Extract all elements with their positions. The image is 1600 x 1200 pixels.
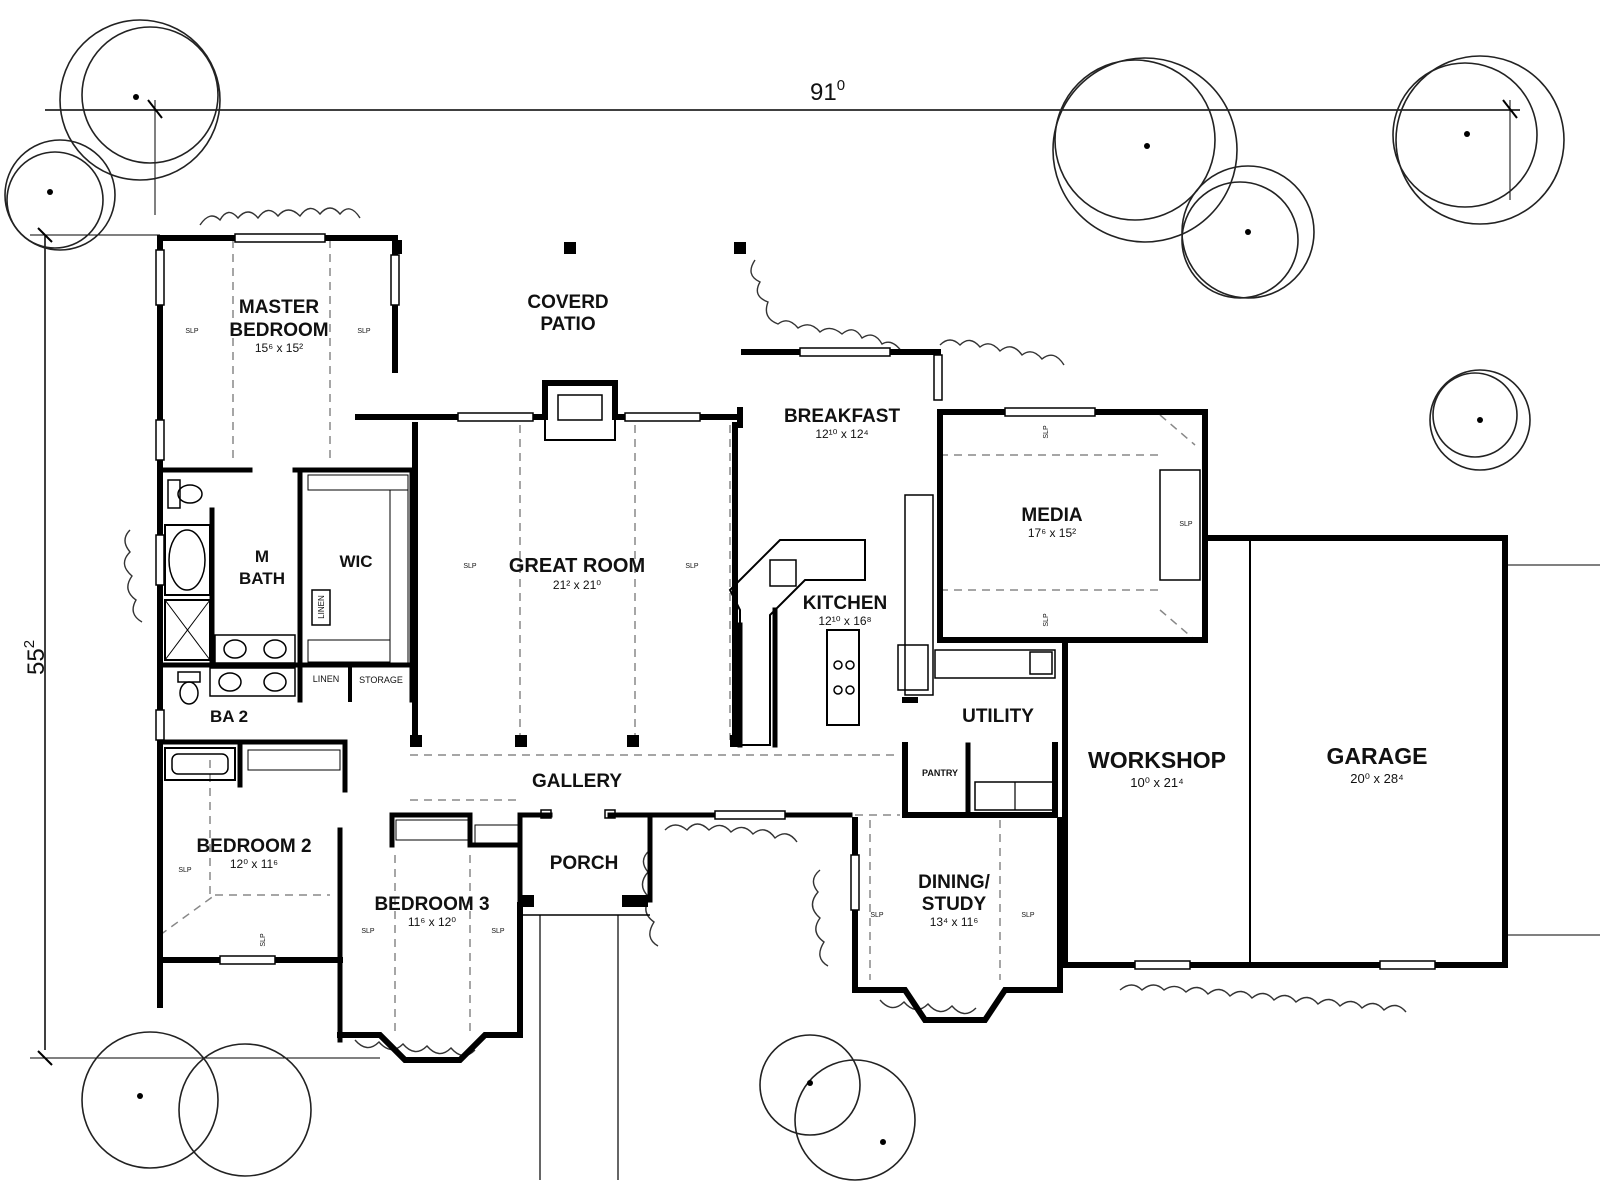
tree-icon	[759, 1034, 916, 1181]
slp-note: SLP	[463, 563, 477, 570]
lot-lines	[30, 99, 1600, 1180]
slp-note: SLP	[685, 563, 699, 570]
utility-label: UTILITY	[962, 706, 1034, 727]
slp-note: SLP	[491, 928, 505, 935]
master-bedroom-label: MASTER	[239, 297, 320, 318]
coverd-patio-label-2: PATIO	[540, 314, 595, 335]
tree-icon	[1181, 165, 1315, 299]
slp-note: SLP	[178, 867, 192, 874]
media-size: 17⁶ x 15²	[1028, 526, 1076, 540]
sink-icon	[214, 634, 296, 664]
slp-note: SLP	[870, 912, 884, 919]
great-room-size: 21² x 21⁰	[553, 578, 601, 592]
coverd-patio-label: COVERD	[527, 292, 608, 313]
utility-counter	[934, 649, 1056, 811]
porch-label: PORCH	[550, 853, 619, 874]
shrubs	[123, 207, 1407, 1057]
slp-note: SLP	[1021, 912, 1035, 919]
closet-shelving	[247, 474, 521, 846]
storage-label: STORAGE	[359, 675, 403, 685]
linen-label: LINEN	[313, 674, 340, 684]
tree-icon	[59, 19, 221, 181]
tree-icon	[1429, 369, 1531, 471]
media-label: MEDIA	[1021, 505, 1083, 526]
workshop-label: WORKSHOP	[1088, 747, 1226, 773]
kitchen-size: 12¹⁰ x 16⁸	[818, 614, 871, 628]
gallery-label: GALLERY	[532, 771, 622, 792]
lot-width-sup: 0	[837, 77, 845, 94]
bedroom-2-size: 12⁰ x 11⁶	[230, 857, 278, 871]
trees	[4, 19, 1565, 1181]
slp-note: SLP	[1043, 613, 1050, 627]
toilet-icon	[167, 479, 203, 509]
great-room-label: GREAT ROOM	[509, 555, 645, 577]
tree-icon	[4, 139, 116, 251]
dining-study-label: DINING/	[918, 872, 991, 893]
tree-icon	[81, 1031, 312, 1177]
ceiling-notes: SLP SLP SLP SLP SLP SLP SLP SLP SLP SLP …	[178, 328, 1193, 947]
slp-note: SLP	[361, 928, 375, 935]
shower-icon	[164, 599, 211, 661]
dining-study-label-2: STUDY	[922, 894, 987, 915]
breakfast-label: BREAKFAST	[784, 406, 901, 427]
lot-depth-sup: 2	[21, 640, 38, 648]
wic-label: WIC	[339, 552, 372, 571]
bathtub-icon	[164, 524, 211, 596]
workshop-size: 10⁰ x 21⁴	[1130, 775, 1183, 790]
bedroom-2-label: BEDROOM 2	[196, 836, 311, 857]
dining-study-size: 13⁴ x 11⁶	[930, 915, 979, 929]
sink-icon	[209, 667, 296, 697]
slp-note: SLP	[185, 328, 199, 335]
kitchen-label: KITCHEN	[803, 593, 887, 614]
ba2-label: BA 2	[210, 707, 248, 726]
m-bath-label: M	[255, 547, 269, 566]
pantry-label: PANTRY	[922, 768, 958, 778]
tree-icon	[1052, 57, 1238, 243]
door-handles	[540, 809, 616, 819]
linen-vertical-label: LINEN	[317, 595, 326, 619]
slp-note: SLP	[357, 328, 371, 335]
windows	[155, 233, 1436, 970]
linen-closet	[311, 589, 331, 626]
room-labels: MASTER BEDROOM 15⁶ x 15² COVERD PATIO BR…	[196, 292, 1427, 929]
bathtub-icon	[164, 747, 236, 781]
lot-depth-value: 55	[23, 648, 50, 675]
slp-note: SLP	[1179, 521, 1193, 528]
fixtures	[164, 474, 1056, 846]
master-bedroom-label-2: BEDROOM	[229, 320, 328, 341]
slp-note: SLP	[260, 933, 267, 947]
walls	[157, 235, 1508, 1063]
tree-icon	[1392, 55, 1565, 225]
lot-width-value: 91	[810, 79, 837, 106]
toilet-icon	[177, 671, 201, 705]
kitchen-counter	[728, 494, 934, 746]
garage-size: 20⁰ x 28⁴	[1350, 771, 1403, 786]
master-bedroom-size: 15⁶ x 15²	[255, 341, 303, 355]
m-bath-label-2: BATH	[239, 569, 285, 588]
garage-label: GARAGE	[1327, 743, 1428, 769]
slp-note: SLP	[1043, 425, 1050, 439]
lot-width-dimension: 910	[810, 77, 845, 106]
breakfast-size: 12¹⁰ x 12⁴	[815, 427, 868, 441]
lot-depth-dimension: 552	[21, 640, 50, 675]
bedroom-3-size: 11⁶ x 12⁰	[408, 915, 456, 929]
bedroom-3-label: BEDROOM 3	[374, 894, 489, 915]
